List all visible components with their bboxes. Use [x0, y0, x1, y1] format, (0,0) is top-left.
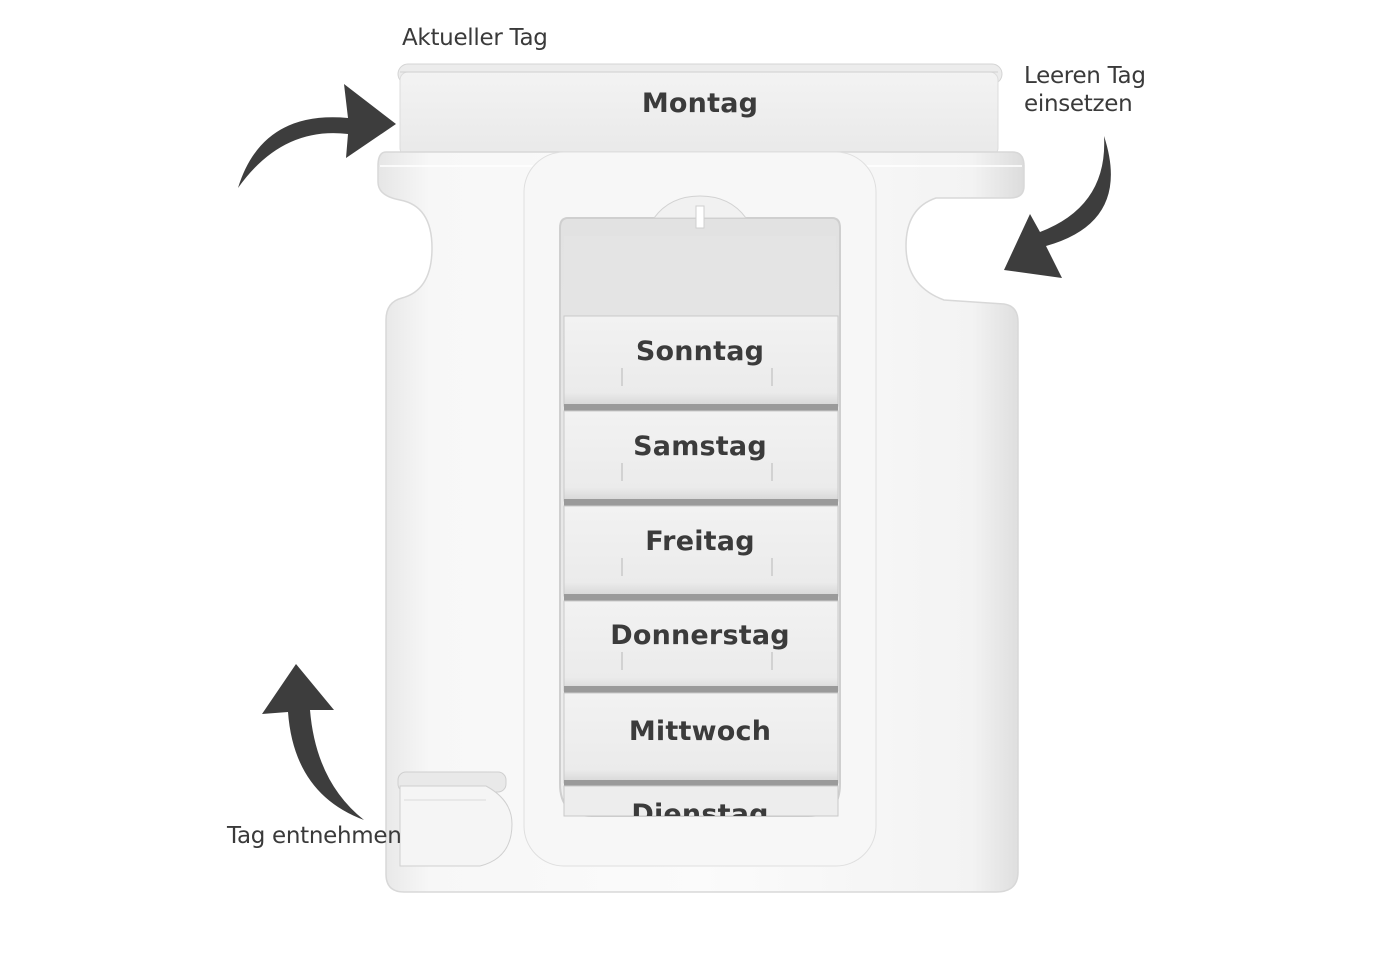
- drawer-label: Donnerstag: [610, 620, 790, 651]
- drawer-stack: [563, 315, 839, 817]
- curved-arrow-icon: [262, 664, 364, 820]
- insert-empty-day-label: Leeren Tag einsetzen: [1024, 62, 1146, 118]
- drawer-label: Sonntag: [635, 336, 765, 367]
- drawer-label: Mittwoch: [628, 716, 772, 747]
- curved-arrow-icon: [1004, 136, 1111, 278]
- remove-day-label: Tag entnehmen: [227, 823, 402, 849]
- curved-arrow-icon: [238, 84, 396, 188]
- drawer-label-partial: Dienstag: [631, 800, 769, 816]
- top-compartment: [397, 63, 1003, 157]
- insert-empty-day-line-2: einsetzen: [1024, 91, 1133, 117]
- insert-empty-day-line-1: Leeren Tag: [1024, 63, 1146, 89]
- current-day-label: Aktueller Tag: [402, 25, 548, 51]
- top-compartment-label: Montag: [641, 88, 759, 119]
- bottom-drawer-slot: [397, 771, 513, 867]
- drawer-label: Samstag: [633, 431, 767, 462]
- drawer-label: Freitag: [645, 526, 755, 557]
